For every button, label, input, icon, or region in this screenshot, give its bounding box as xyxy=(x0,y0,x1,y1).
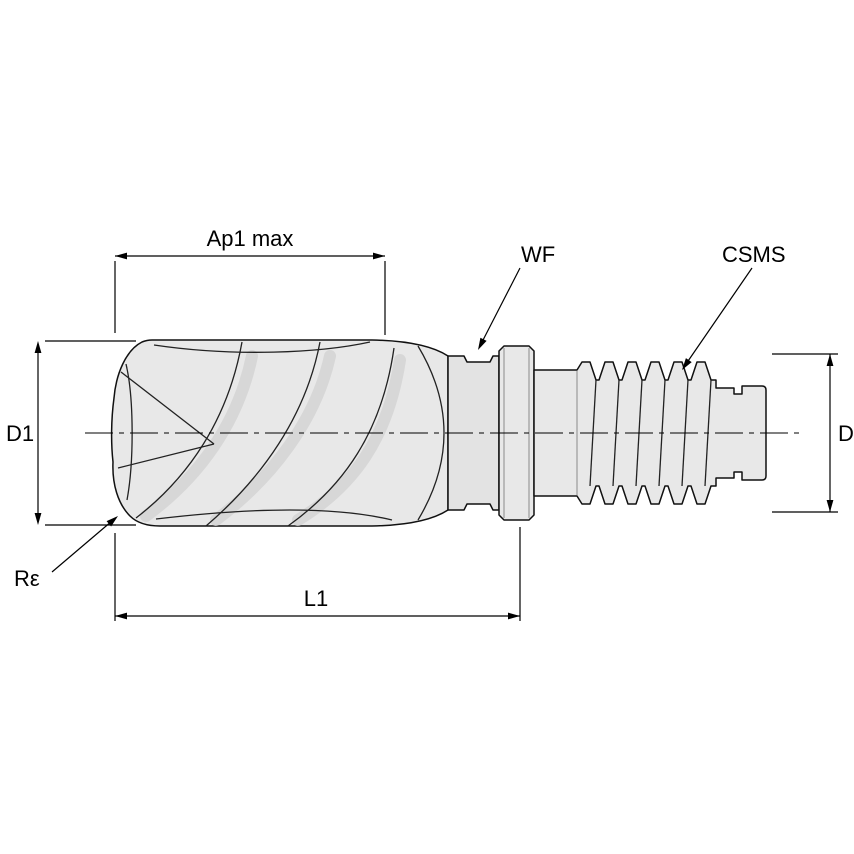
label-corner-radius: Rε xyxy=(14,566,40,591)
label-d: D xyxy=(838,421,854,446)
arrowhead xyxy=(826,500,834,512)
arrowhead xyxy=(478,337,487,350)
flute-edge xyxy=(135,341,243,519)
end-gash-line xyxy=(117,443,215,469)
dimension-d: D xyxy=(772,353,854,513)
dome-transition-curve xyxy=(417,345,445,521)
label-d1: D1 xyxy=(6,421,34,446)
flute-edge-top xyxy=(153,341,371,353)
leader-corner-radius: Rε xyxy=(14,516,118,591)
arrowhead xyxy=(682,358,692,370)
label-csms: CSMS xyxy=(722,242,786,267)
arrowhead xyxy=(34,513,42,525)
flute-edge xyxy=(205,341,321,527)
leader-wf: WF xyxy=(478,242,555,350)
label-ap1-max: Ap1 max xyxy=(207,226,294,251)
end-gash-line xyxy=(120,371,215,445)
arrowhead xyxy=(115,252,127,260)
leader-csms: CSMS xyxy=(682,242,786,370)
dimension-d1: D1 xyxy=(6,340,136,526)
dimension-l1: L1 xyxy=(114,527,521,621)
end-tooth-arc xyxy=(125,363,133,501)
arrowhead xyxy=(115,612,127,620)
arrowhead xyxy=(508,612,520,620)
arrowhead xyxy=(34,341,42,353)
label-wf: WF xyxy=(521,242,555,267)
dimension-ap1-max: Ap1 max xyxy=(114,226,386,335)
flute-edge-bottom xyxy=(155,509,393,521)
arrowhead xyxy=(826,354,834,366)
arrowhead xyxy=(106,516,118,527)
label-l1: L1 xyxy=(304,586,328,611)
arrowhead xyxy=(373,252,385,260)
flute-shading xyxy=(140,350,406,526)
